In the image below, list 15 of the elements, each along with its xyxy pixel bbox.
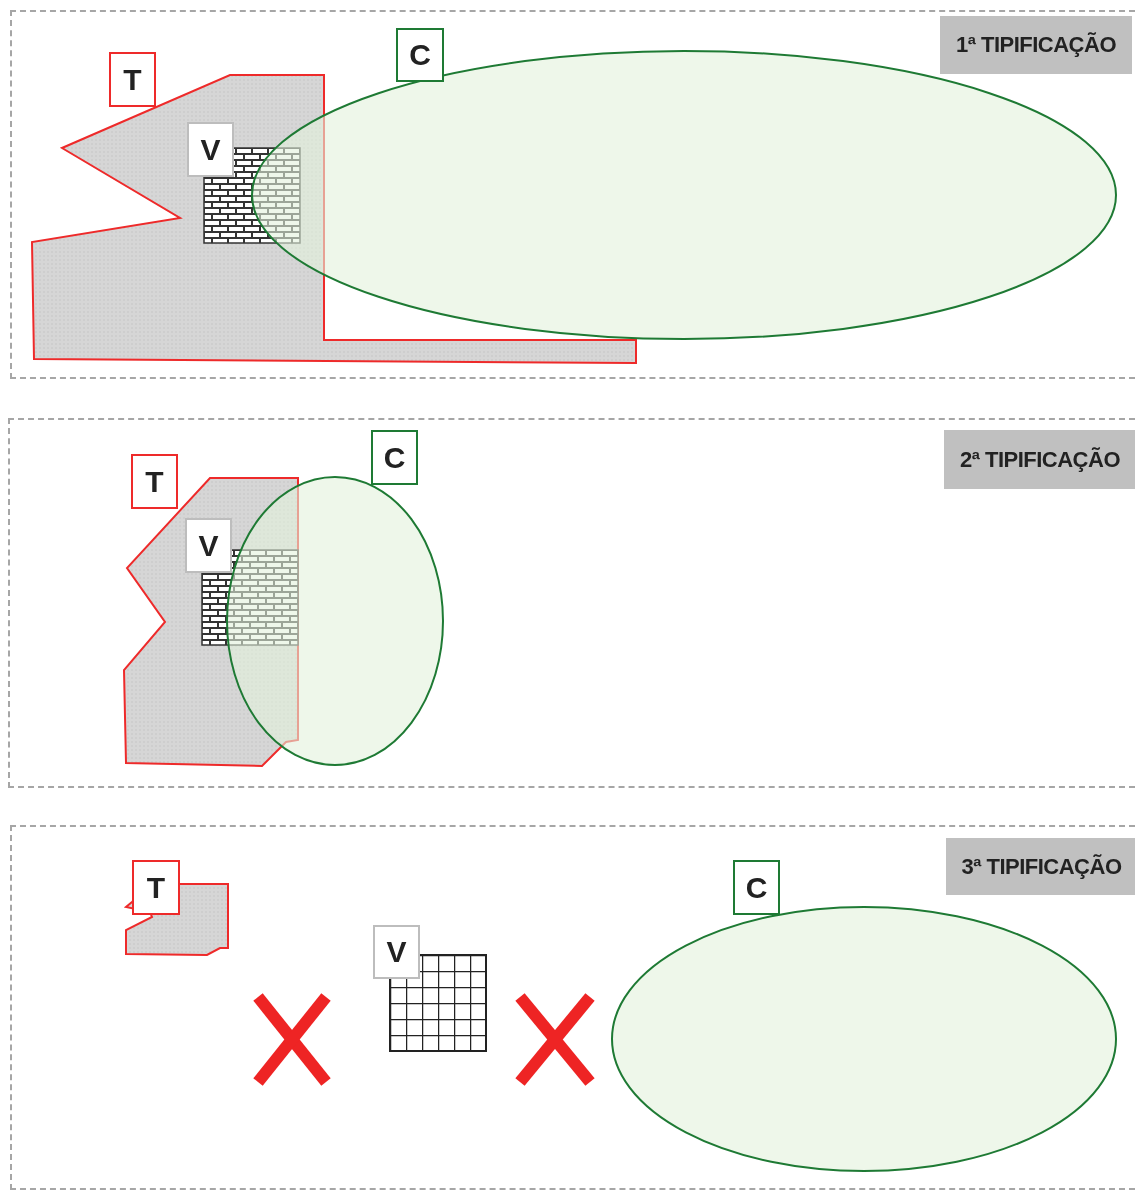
section-heading: 2ª TIPIFICAÇÃO [944, 430, 1135, 489]
letter-tag: T [131, 454, 178, 509]
section-heading: 1ª TIPIFICAÇÃO [940, 16, 1132, 74]
letter-tag: C [371, 430, 418, 485]
section-heading: 3ª TIPIFICAÇÃO [946, 838, 1135, 895]
letter-tag: C [733, 860, 780, 915]
letter-tag: V [187, 122, 234, 177]
dashed-panel [10, 825, 1135, 1190]
dashed-panel [8, 418, 1135, 788]
letter-tag: C [396, 28, 444, 82]
letter-tag: T [109, 52, 156, 107]
letter-tag: V [185, 518, 232, 573]
letter-tag: V [373, 925, 420, 979]
dashed-panel [10, 10, 1135, 379]
letter-tag: T [132, 860, 180, 915]
